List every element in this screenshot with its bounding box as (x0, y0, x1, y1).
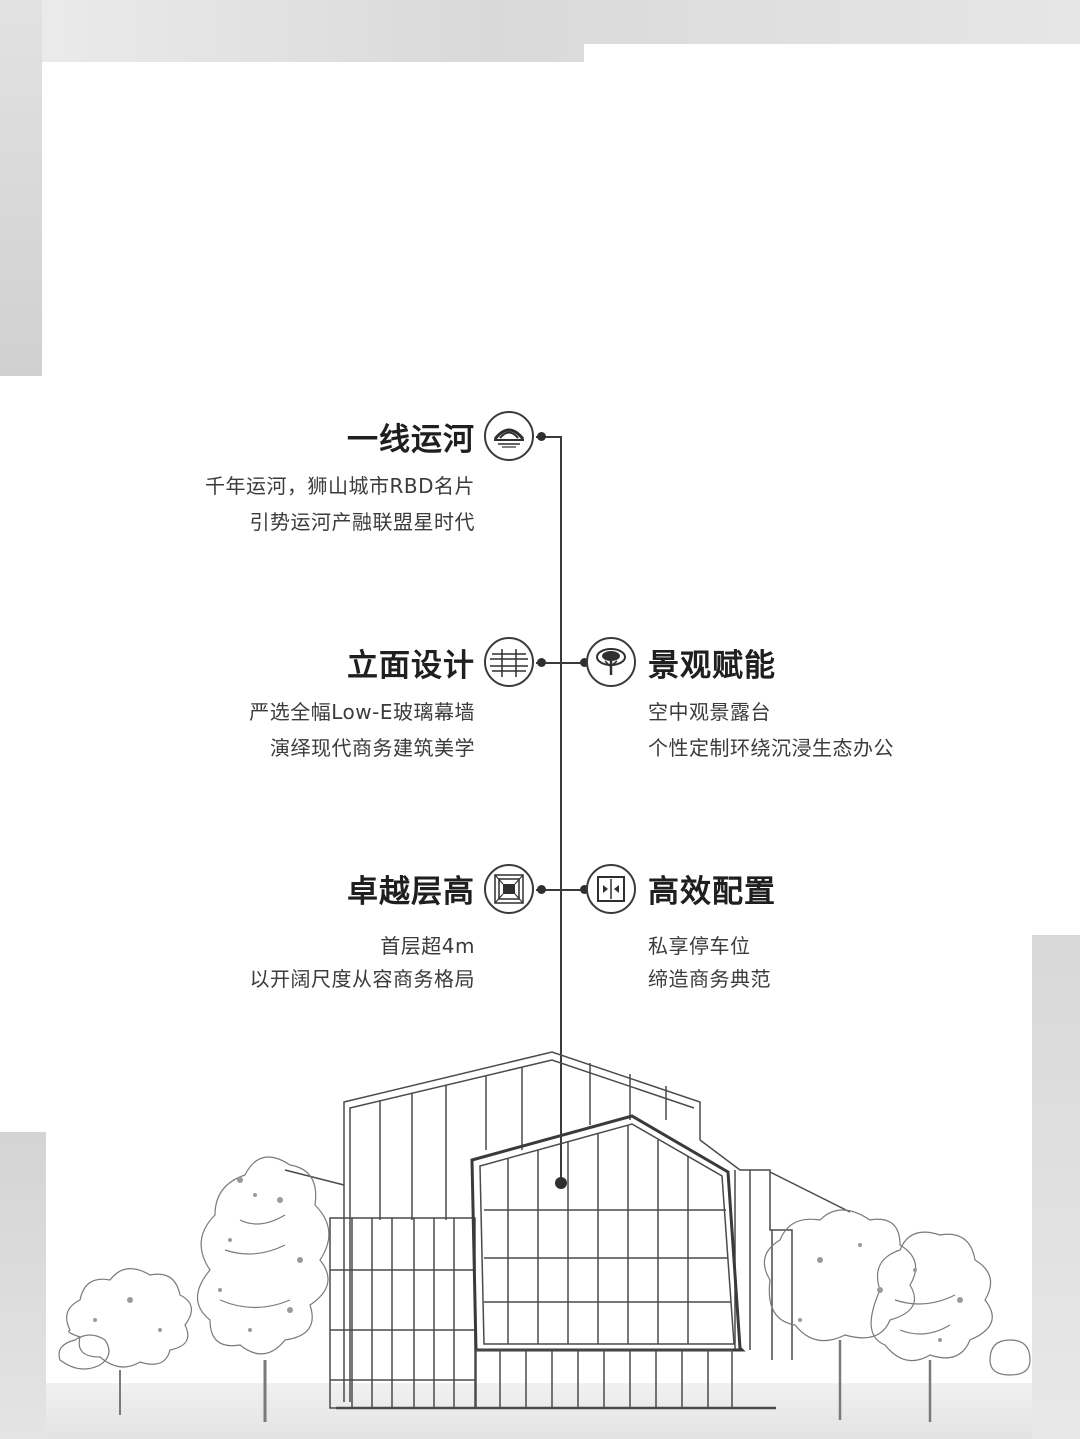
feature-canal: 一线运河 千年运河，狮山城市RBD名片 引势运河产融联盟星时代 (100, 414, 475, 534)
connector-dot (580, 885, 589, 894)
connector-line (536, 889, 586, 891)
connector-line (536, 662, 586, 664)
feature-title: 景观赋能 (648, 648, 776, 684)
feature-title: 一线运河 (347, 422, 475, 458)
feature-height: 卓越层高 首层超4m 以开阔尺度从容商务格局 (100, 866, 475, 991)
white-notch (584, 44, 1080, 62)
connector-dot (537, 885, 546, 894)
connector-dot (537, 432, 546, 441)
feature-line: 首层超4m (380, 934, 475, 958)
elevator-icon (586, 864, 636, 914)
building-illustration (58, 1051, 1031, 1422)
arch-bridge-icon (484, 411, 534, 461)
lower-left-gray-band (0, 1132, 46, 1439)
feature-title: 高效配置 (648, 874, 776, 910)
feature-line: 引势运河产融联盟星时代 (249, 510, 475, 534)
ground-band (46, 1383, 1032, 1439)
facade-window-icon (484, 637, 534, 687)
connector-dot (537, 658, 546, 667)
right-gray-band (1032, 935, 1080, 1439)
feature-line: 缔造商务典范 (648, 967, 771, 991)
feature-line: 个性定制环绕沉浸生态办公 (648, 736, 894, 760)
timeline-line (560, 436, 562, 1182)
feature-line: 空中观景露台 (648, 700, 771, 724)
tree-icon (586, 637, 636, 687)
feature-title: 立面设计 (347, 648, 475, 684)
connector-dot (580, 658, 589, 667)
feature-line: 千年运河，狮山城市RBD名片 (204, 474, 475, 498)
feature-line: 以开阔尺度从容商务格局 (249, 967, 475, 991)
feature-line: 演绎现代商务建筑美学 (270, 736, 475, 760)
feature-facade: 立面设计 严选全幅Low-E玻璃幕墙 演绎现代商务建筑美学 (100, 640, 475, 760)
feature-line: 严选全幅Low-E玻璃幕墙 (249, 700, 475, 724)
ceiling-height-icon (484, 864, 534, 914)
feature-title: 卓越层高 (347, 874, 475, 910)
feature-landscape: 景观赋能 空中观景露台 个性定制环绕沉浸生态办公 (648, 640, 978, 760)
connector-line (536, 436, 560, 438)
feature-config: 高效配置 私享停车位 缔造商务典范 (648, 866, 978, 991)
left-gray-band (0, 0, 42, 376)
feature-line: 私享停车位 (648, 934, 751, 958)
